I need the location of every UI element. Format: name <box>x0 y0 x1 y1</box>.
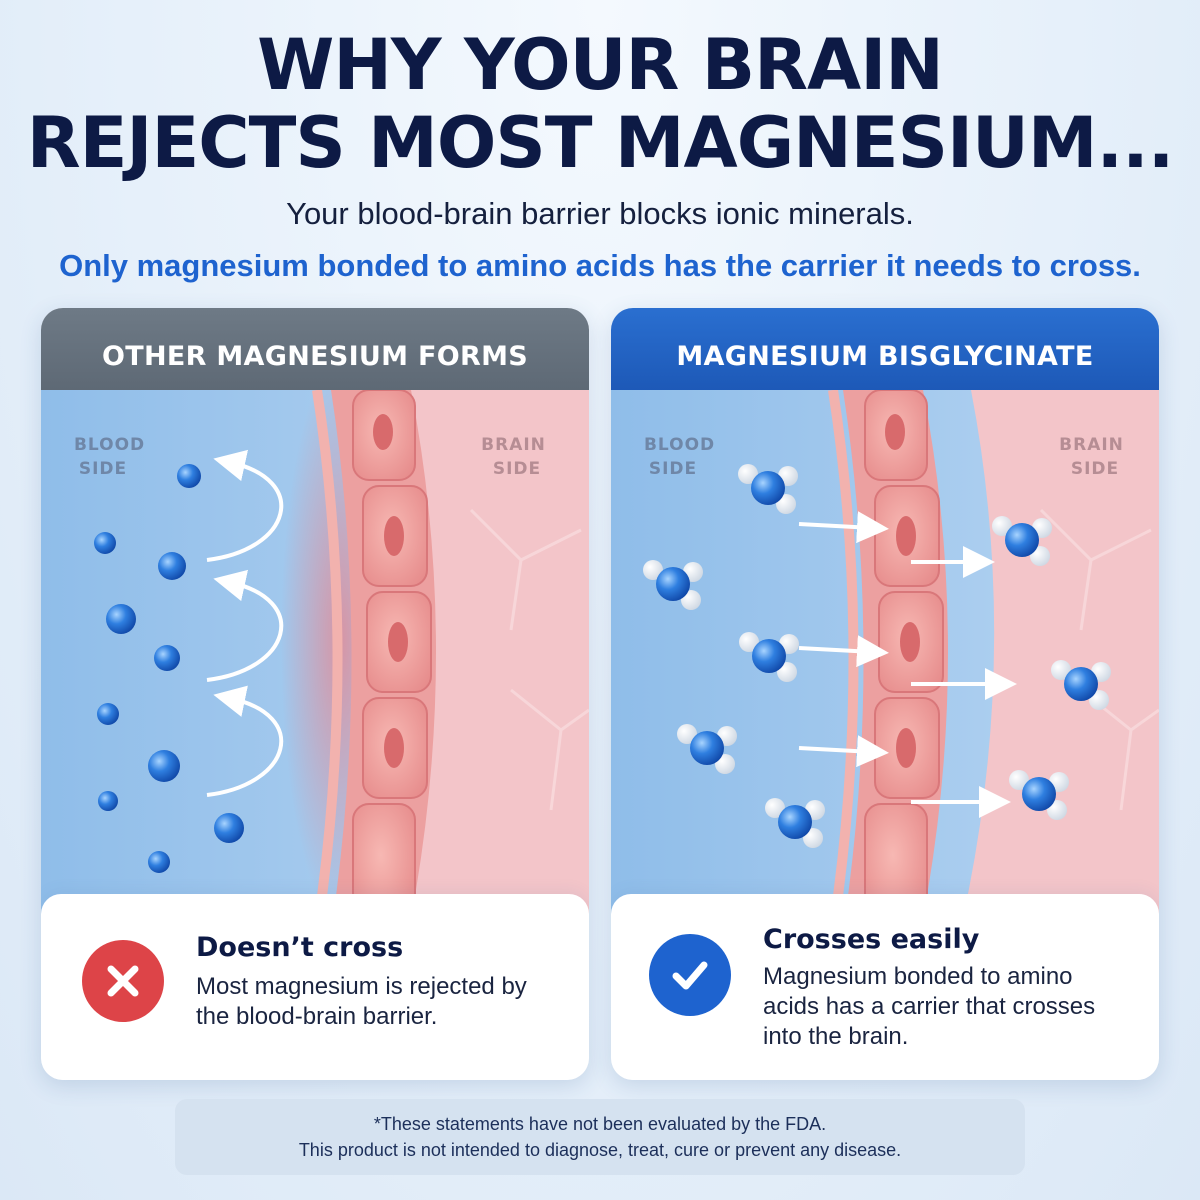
blood-side-label: BLOOD SIDE <box>644 435 722 479</box>
rejection-arrows <box>206 449 284 797</box>
brain-side-label: BRAIN SIDE <box>481 435 553 479</box>
x-icon <box>82 940 164 1022</box>
status-title-crossing: Crosses easily <box>763 924 980 955</box>
status-card-rejected: Doesn’t cross Most magnesium is rejected… <box>41 894 589 1080</box>
status-title-rejected: Doesn’t cross <box>196 932 404 963</box>
headline-line-1: WHY YOUR BRAIN <box>257 24 944 106</box>
fda-disclaimer: *These statements have not been evaluate… <box>175 1099 1025 1175</box>
disclaimer-line-1: *These statements have not been evaluate… <box>373 1114 827 1134</box>
subtitle: Your blood-brain barrier blocks ionic mi… <box>286 196 914 231</box>
checkmark-icon <box>649 934 731 1016</box>
brain-side-label: BRAIN SIDE <box>1059 435 1131 479</box>
status-card-crossing: Crosses easily Magnesium bonded to amino… <box>611 894 1159 1080</box>
ionic-magnesium-particles <box>94 464 244 873</box>
barrier-illustration-crossing: BLOOD SIDE BRAIN SIDE <box>611 390 1159 918</box>
barrier-illustration-rejected: BLOOD SIDE BRAIN SIDE <box>41 390 589 918</box>
status-text-crossing: Magnesium bonded to amino acids has a ca… <box>763 963 1096 1050</box>
subtitle-accent: Only magnesium bonded to amino acids has… <box>59 248 1141 283</box>
status-text-rejected: Most magnesium is rejected by the blood-… <box>196 973 527 1030</box>
headline-line-2: REJECTS MOST MAGNESIUM... <box>26 102 1175 184</box>
panel-header-bisglycinate: MAGNESIUM BISGLYCINATE <box>611 308 1159 404</box>
panel-header-other-forms: OTHER MAGNESIUM FORMS <box>41 308 589 404</box>
blood-side-label: BLOOD SIDE <box>74 435 152 479</box>
comparison-panel-other-forms: OTHER MAGNESIUM FORMS <box>41 308 589 1080</box>
crossing-arrows <box>798 511 1017 818</box>
comparison-panel-bisglycinate: MAGNESIUM BISGLYCINATE <box>611 308 1159 1080</box>
disclaimer-line-2: This product is not intended to diagnose… <box>298 1140 902 1160</box>
headline: WHY YOUR BRAIN REJECTS MOST MAGNESIUM... <box>0 26 1200 182</box>
